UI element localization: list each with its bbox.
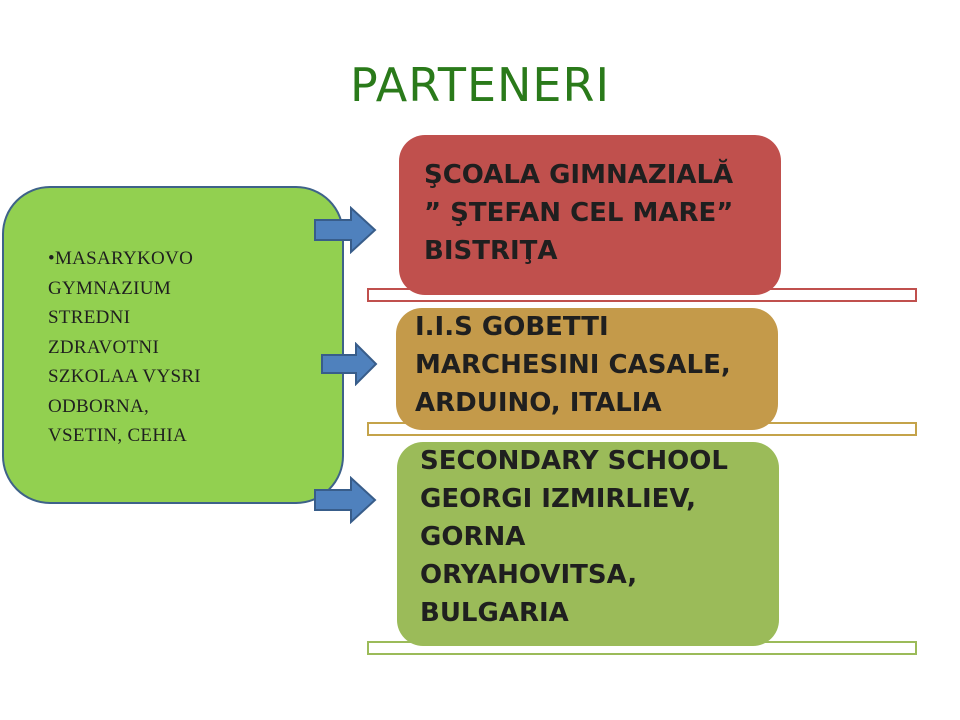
partner-1-box — [399, 135, 781, 295]
partner-1-text: ŞCOALA GIMNAZIALĂ ” ŞTEFAN CEL MARE” BIS… — [424, 156, 733, 270]
partner-3-text: SECONDARY SCHOOL GEORGI IZMIRLIEV, GORNA… — [420, 442, 728, 632]
source-school-box — [2, 186, 344, 504]
partner-3-line: GEORGI IZMIRLIEV, — [420, 484, 697, 514]
partner-1-line: BISTRIŢA — [424, 236, 558, 266]
arrow-right-icon — [314, 476, 377, 524]
arrow-right-icon — [314, 206, 377, 254]
partner-2-text: I.I.S GOBETTI MARCHESINI CASALE, ARDUINO… — [415, 308, 731, 422]
arrow-right-icon — [321, 342, 378, 386]
partner-1-line: ŞCOALA GIMNAZIALĂ — [424, 160, 734, 190]
source-school-text: •MASARYKOVO GYMNAZIUM STREDNI ZDRAVOTNI … — [48, 244, 298, 451]
source-line: GYMNAZIUM — [48, 277, 172, 299]
partner-2-line: I.I.S GOBETTI — [415, 312, 609, 342]
partner-3-line: ORYAHOVITSA, — [420, 560, 638, 590]
partner-3-box — [397, 442, 779, 646]
source-line: STREDNI — [48, 307, 131, 328]
partner-1-line: ” ŞTEFAN CEL MARE” — [424, 198, 734, 228]
source-line: SZKOLAA VYSRI — [48, 366, 201, 387]
source-line: •MASARYKOVO — [48, 248, 194, 269]
partner-3-line: BULGARIA — [420, 598, 569, 628]
source-line: ODBORNA, — [48, 395, 150, 417]
source-line: ZDRAVOTNI — [48, 336, 160, 358]
partner-2-line: MARCHESINI CASALE, — [415, 350, 731, 380]
partner-3-line: GORNA — [420, 522, 526, 552]
partner-3-line: SECONDARY SCHOOL — [420, 446, 728, 476]
source-line: VSETIN, CEHIA — [48, 425, 187, 446]
page-title: PARTENERI — [349, 58, 611, 112]
partner-2-line: ARDUINO, ITALIA — [415, 388, 662, 418]
partner-2-box — [396, 308, 778, 430]
